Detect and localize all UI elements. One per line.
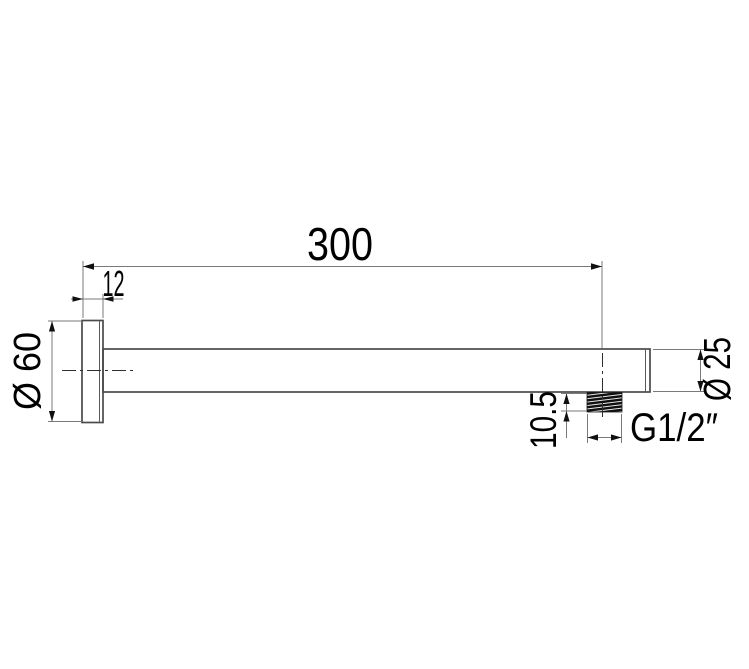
dimension-thread-length: 10.5 [523,391,587,449]
arrowhead-icon [48,411,56,422]
dimension-label-thread-length: 10.5 [523,391,564,449]
centerlines [62,353,603,420]
arm-tube-outline [102,348,651,393]
dimension-label-arm-length: 300 [307,218,373,270]
arrowhead-icon [591,263,602,270]
arm-tube [102,348,651,393]
dimension-flange-diameter: Ø 60 [7,320,82,422]
arrowhead-icon [697,349,704,360]
dimension-label-thread-spec: G1/2″ [630,406,718,450]
dimension-arm-diameter: Ø 25 [653,337,739,401]
dimension-thread-spec: G1/2″ [587,406,718,450]
dimension-arm-length: 300 [82,218,603,348]
arrowhead-icon [697,381,704,392]
arrowhead-icon [563,393,570,404]
dimension-flange-depth: 12 [71,263,125,318]
arrowhead-icon [72,296,83,302]
dimension-label-arm-diameter: Ø 25 [697,337,739,401]
arrowhead-icon [83,263,94,270]
arrowhead-icon [48,321,56,332]
arrowhead-icon [563,411,570,422]
thread-nipple [586,392,623,413]
arrowhead-icon [611,434,622,441]
dimension-label-flange-diameter: Ø 60 [7,332,49,410]
arrowhead-icon [103,296,114,302]
dimension-label-flange-depth: 12 [103,263,125,304]
arrowhead-icon [587,434,598,441]
wall-flange [81,319,104,424]
